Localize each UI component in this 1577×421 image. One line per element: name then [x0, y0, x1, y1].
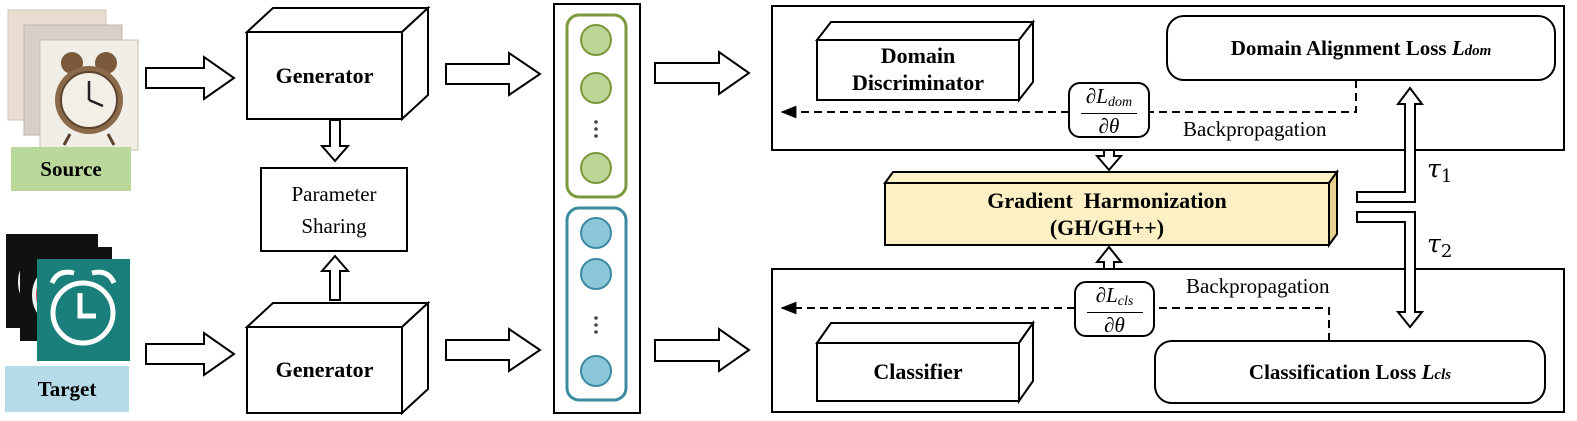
classification-loss-box [1154, 340, 1546, 404]
grad-cls-fraction: ∂Lcls ∂θ [1075, 285, 1154, 336]
target-ellipsis-dots [594, 316, 598, 334]
tau2-arrow [1356, 211, 1425, 329]
grad-dom-bar [1081, 113, 1137, 114]
domain-alignment-loss-box [1166, 15, 1556, 81]
source-feature-nodes [580, 24, 612, 184]
grad-dom-numerator: ∂Ldom [1085, 84, 1133, 110]
backprop-top-label: Backpropagation [1183, 117, 1327, 141]
grad-dom-fraction: ∂Ldom ∂θ [1069, 86, 1149, 137]
domain-discriminator-box [814, 19, 1036, 103]
target-label-bg [5, 366, 129, 412]
gh-line2: (GH/GH++) [1049, 215, 1165, 240]
tau1-arrow [1356, 86, 1424, 203]
classification-loss-text: Classification Loss [1248, 359, 1417, 384]
domain-loss-sub: dom [1464, 42, 1492, 59]
arrow-features-top-box [654, 50, 751, 96]
grad-dom-subscript: dom [1107, 95, 1133, 110]
grad-dom-denominator: ∂θ [1098, 114, 1120, 138]
classifier-label: Classifier [873, 359, 963, 384]
domain-loss-symbol: L [1451, 35, 1465, 60]
gh-label: Gradient Harmonization (GH/GH++) [885, 187, 1329, 241]
arrow-gen-features-bottom [445, 327, 542, 373]
classifier-box [815, 319, 1035, 405]
generator-bottom-box [244, 300, 431, 416]
gh-box [883, 168, 1339, 249]
tau2-subscript: 2 [1440, 241, 1453, 262]
arrow-source-generator [145, 55, 236, 101]
parameter-sharing-line2: Sharing [301, 214, 367, 238]
generator-top-label: Generator [275, 62, 374, 88]
tau-arrows [1356, 86, 1425, 329]
arrow-target-generator [145, 331, 236, 377]
arrow-gen-features-top [445, 51, 542, 97]
source-ellipsis-dots [594, 120, 598, 138]
domain-discriminator-line2: Discriminator [852, 70, 984, 95]
classification-loss-label: Classification Loss Lcls [1155, 341, 1545, 403]
grad-cls-subscript: cls [1117, 294, 1134, 309]
arrow-gen-to-sharing [319, 119, 351, 163]
parameter-sharing-label: Parameter Sharing [261, 178, 407, 242]
alarm-clock-image [55, 52, 123, 146]
tau1-subscript: 1 [1440, 166, 1453, 187]
teal-clock-icon [49, 269, 117, 346]
domain-discriminator-label: Domain Discriminator [817, 42, 1019, 96]
parameter-sharing-line1: Parameter [291, 182, 377, 206]
generator-top-box [244, 5, 431, 122]
source-label: Source [40, 156, 102, 181]
target-label: Target [37, 376, 97, 401]
grad-dom-box [1068, 82, 1150, 138]
gh-line1: Gradient Harmonization [987, 188, 1227, 213]
target-images [6, 234, 130, 361]
cls-loss-symbol: L [1421, 359, 1435, 384]
source-images [7, 9, 139, 151]
domain-alignment-loss-label: Domain Alignment Loss Ldom [1167, 16, 1555, 80]
tau2-label: τ2 [1427, 229, 1453, 262]
arrow-gen-to-sharing-up [319, 254, 351, 301]
backprop-bottom-path [780, 301, 1330, 341]
grad-cls-denominator: ∂θ [1104, 313, 1125, 337]
source-feature-group [565, 13, 628, 199]
domain-discriminator-line1: Domain [880, 43, 956, 68]
backprop-bottom-label: Backpropagation [1186, 274, 1330, 298]
tau1-label: τ1 [1427, 154, 1453, 187]
domain-alignment-loss-text: Domain Alignment Loss [1230, 35, 1447, 60]
parameter-sharing-box [260, 167, 408, 252]
target-feature-nodes [580, 217, 612, 387]
arrow-features-bottom-box [654, 327, 751, 373]
grad-cls-numerator: ∂Lcls [1095, 283, 1134, 309]
backprop-top-path [780, 80, 1357, 119]
source-label-bg [11, 147, 131, 191]
target-feature-group [565, 206, 628, 402]
cls-loss-sub: cls [1434, 366, 1452, 383]
generator-bottom-label: Generator [275, 357, 374, 382]
grad-cls-bar [1086, 312, 1143, 313]
